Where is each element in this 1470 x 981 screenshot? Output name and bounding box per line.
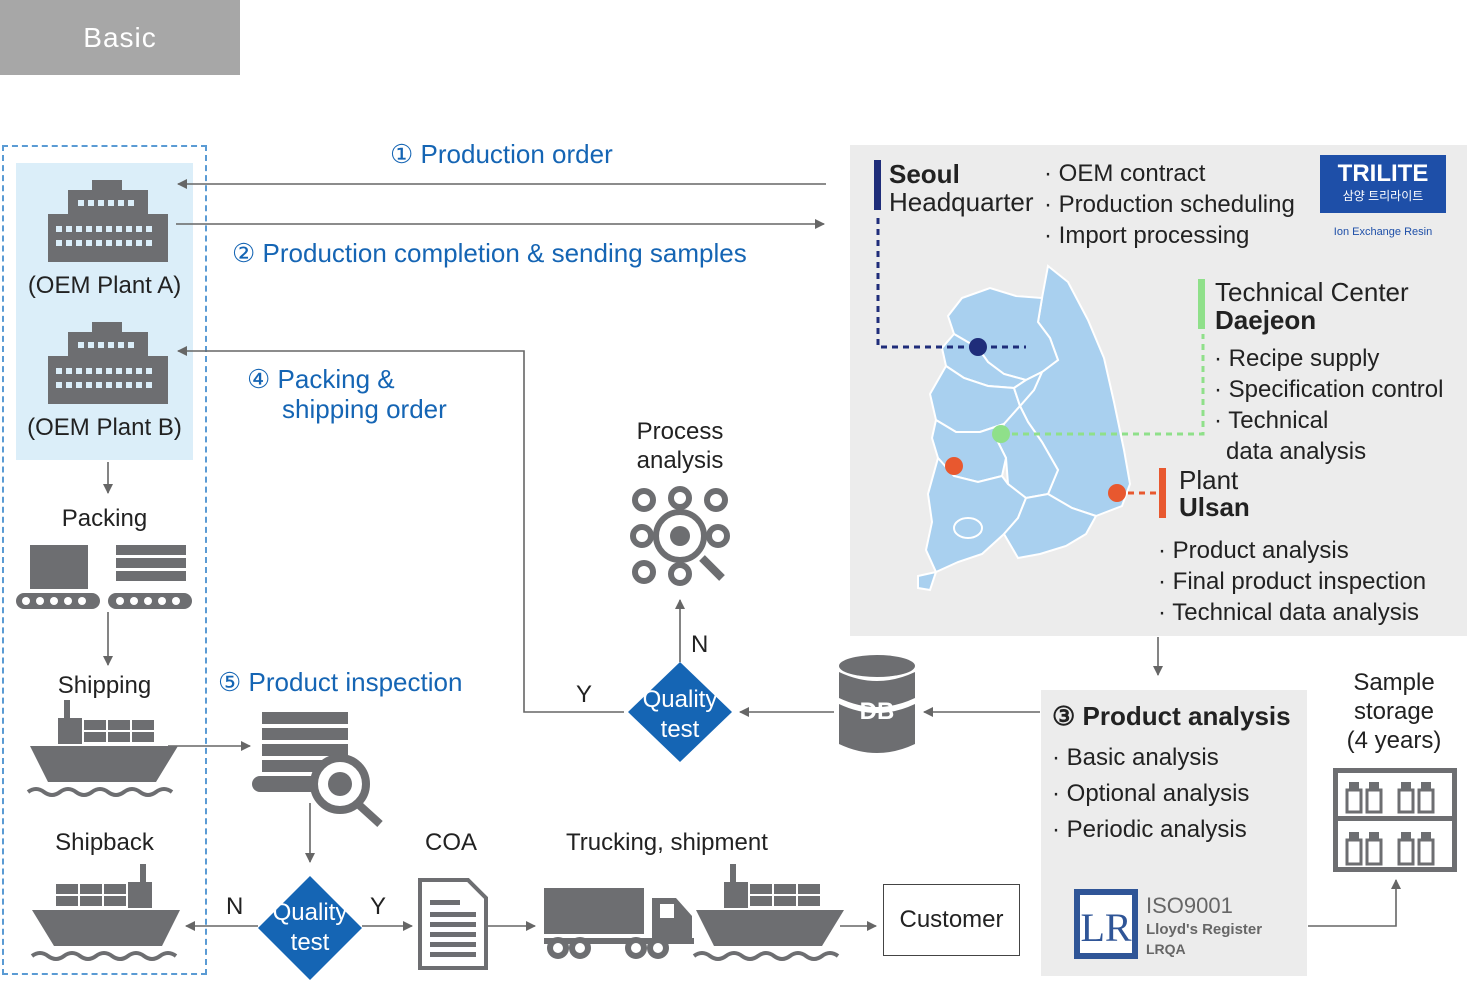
iso-lrqa: LRQA	[1146, 941, 1186, 957]
tech-center-task-list: · Recipe supply · Specification control …	[1214, 343, 1443, 467]
process-analysis-icon	[630, 486, 730, 586]
plant-task: · Final product inspection	[1158, 568, 1427, 595]
brand-name: TRILITE	[1337, 160, 1429, 187]
product-analysis-title: ③ Product analysis	[1052, 701, 1291, 731]
plant-task: · Technical data analysis	[1158, 599, 1420, 626]
hq-task: · Import processing	[1044, 222, 1250, 249]
quality-test-diamond	[258, 876, 362, 980]
plant-city: Ulsan	[1179, 492, 1250, 522]
section-tag: Basic	[0, 0, 240, 75]
production-completion-label: ② Production completion & sending sample…	[232, 238, 747, 268]
shipping-label: Shipping	[57, 672, 152, 699]
brand-sub: Ion Exchange Resin	[1333, 226, 1433, 238]
n-label: N	[691, 631, 709, 658]
coa-label: COA	[425, 829, 478, 856]
customer-label: Customer	[899, 906, 1004, 933]
iso-registrar: Lloyd's Register	[1146, 921, 1263, 938]
y-label: Y	[370, 893, 387, 920]
inspection-magnifier-icon	[252, 712, 383, 827]
oem-plant-a-label: (OEM Plant A)	[27, 272, 182, 299]
process-analysis-label-2: analysis	[636, 447, 724, 474]
hq-title-bold: Seoul	[889, 159, 960, 189]
svg-text:LR: LR	[1080, 905, 1131, 950]
production-order-label: ① Production order	[390, 139, 613, 169]
hq-task-list: · OEM contract · Production scheduling ·…	[1044, 158, 1295, 251]
product-analysis-item: · Periodic analysis	[1052, 816, 1247, 843]
product-analysis-item: · Basic analysis	[1052, 744, 1219, 771]
hq-task: · Production scheduling	[1044, 191, 1295, 218]
plant-title: Plant	[1179, 465, 1239, 495]
oem-plant-b-label: (OEM Plant B)	[27, 414, 182, 441]
trucking-label: Trucking, shipment	[566, 829, 768, 856]
packing-order-label-2: shipping order	[282, 394, 447, 424]
quality-test-mid-label-1: Quality	[642, 686, 718, 713]
product-analysis-list: · Basic analysis · Optional analysis · P…	[1052, 740, 1249, 848]
quality-test-mid-label-2: test	[660, 716, 700, 743]
factory-icon	[48, 180, 168, 262]
conveyor-icon	[16, 545, 192, 609]
sample-storage-label-3: (4 years)	[1346, 727, 1442, 754]
tech-center-task: · Recipe supply	[1214, 345, 1380, 372]
process-analysis-label-1: Process	[636, 418, 724, 445]
tech-center-city: Daejeon	[1215, 305, 1317, 335]
trilite-logo: TRILITE 삼양 트리라이트	[1320, 155, 1446, 213]
hq-task: · OEM contract	[1044, 160, 1206, 187]
cargo-ship-icon	[26, 700, 178, 797]
product-inspection-label: ⑤ Product inspection	[218, 667, 463, 697]
oem-dashed-frame	[2, 145, 207, 975]
factory-icon	[48, 322, 168, 404]
hq-title: Headquarter	[889, 187, 1034, 217]
y-label: Y	[576, 681, 593, 708]
plant-task: · Product analysis	[1158, 537, 1349, 564]
lr-logo-icon: LR	[1074, 889, 1138, 959]
sample-storage-label-2: storage	[1353, 698, 1435, 725]
quality-test-bottom-label-1: Quality	[272, 899, 348, 926]
packing-label: Packing	[61, 505, 148, 532]
cargo-ship-icon	[30, 864, 180, 961]
db-label: DB	[859, 698, 895, 725]
iso-badge: LR ISO9001 Lloyd's Register LRQA	[1074, 889, 1272, 959]
shipback-label: Shipback	[55, 829, 154, 856]
tech-center-task: · Specification control	[1214, 376, 1444, 403]
customer-box: Customer	[883, 884, 1020, 956]
cargo-ship-icon	[692, 864, 844, 961]
tech-center-title: Technical Center	[1215, 277, 1409, 307]
quality-test-diamond	[628, 662, 732, 762]
tech-center-task: data analysis	[1226, 438, 1367, 465]
sample-shelf-icon	[1333, 768, 1457, 872]
truck-icon	[544, 888, 694, 959]
iso-title: ISO9001	[1146, 893, 1233, 918]
product-analysis-item: · Optional analysis	[1052, 780, 1250, 807]
brand-korean: 삼양 트리라이트	[1342, 189, 1424, 203]
quality-test-bottom-label-2: test	[290, 929, 330, 956]
packing-order-label-1: ④ Packing &	[247, 364, 395, 394]
sample-storage-label-1: Sample	[1353, 669, 1435, 696]
n-label: N	[226, 893, 244, 920]
tech-center-task: · Technical	[1214, 407, 1329, 434]
document-icon	[418, 878, 488, 970]
database-icon	[839, 655, 915, 753]
plant-task-list: · Product analysis · Final product inspe…	[1158, 535, 1426, 628]
